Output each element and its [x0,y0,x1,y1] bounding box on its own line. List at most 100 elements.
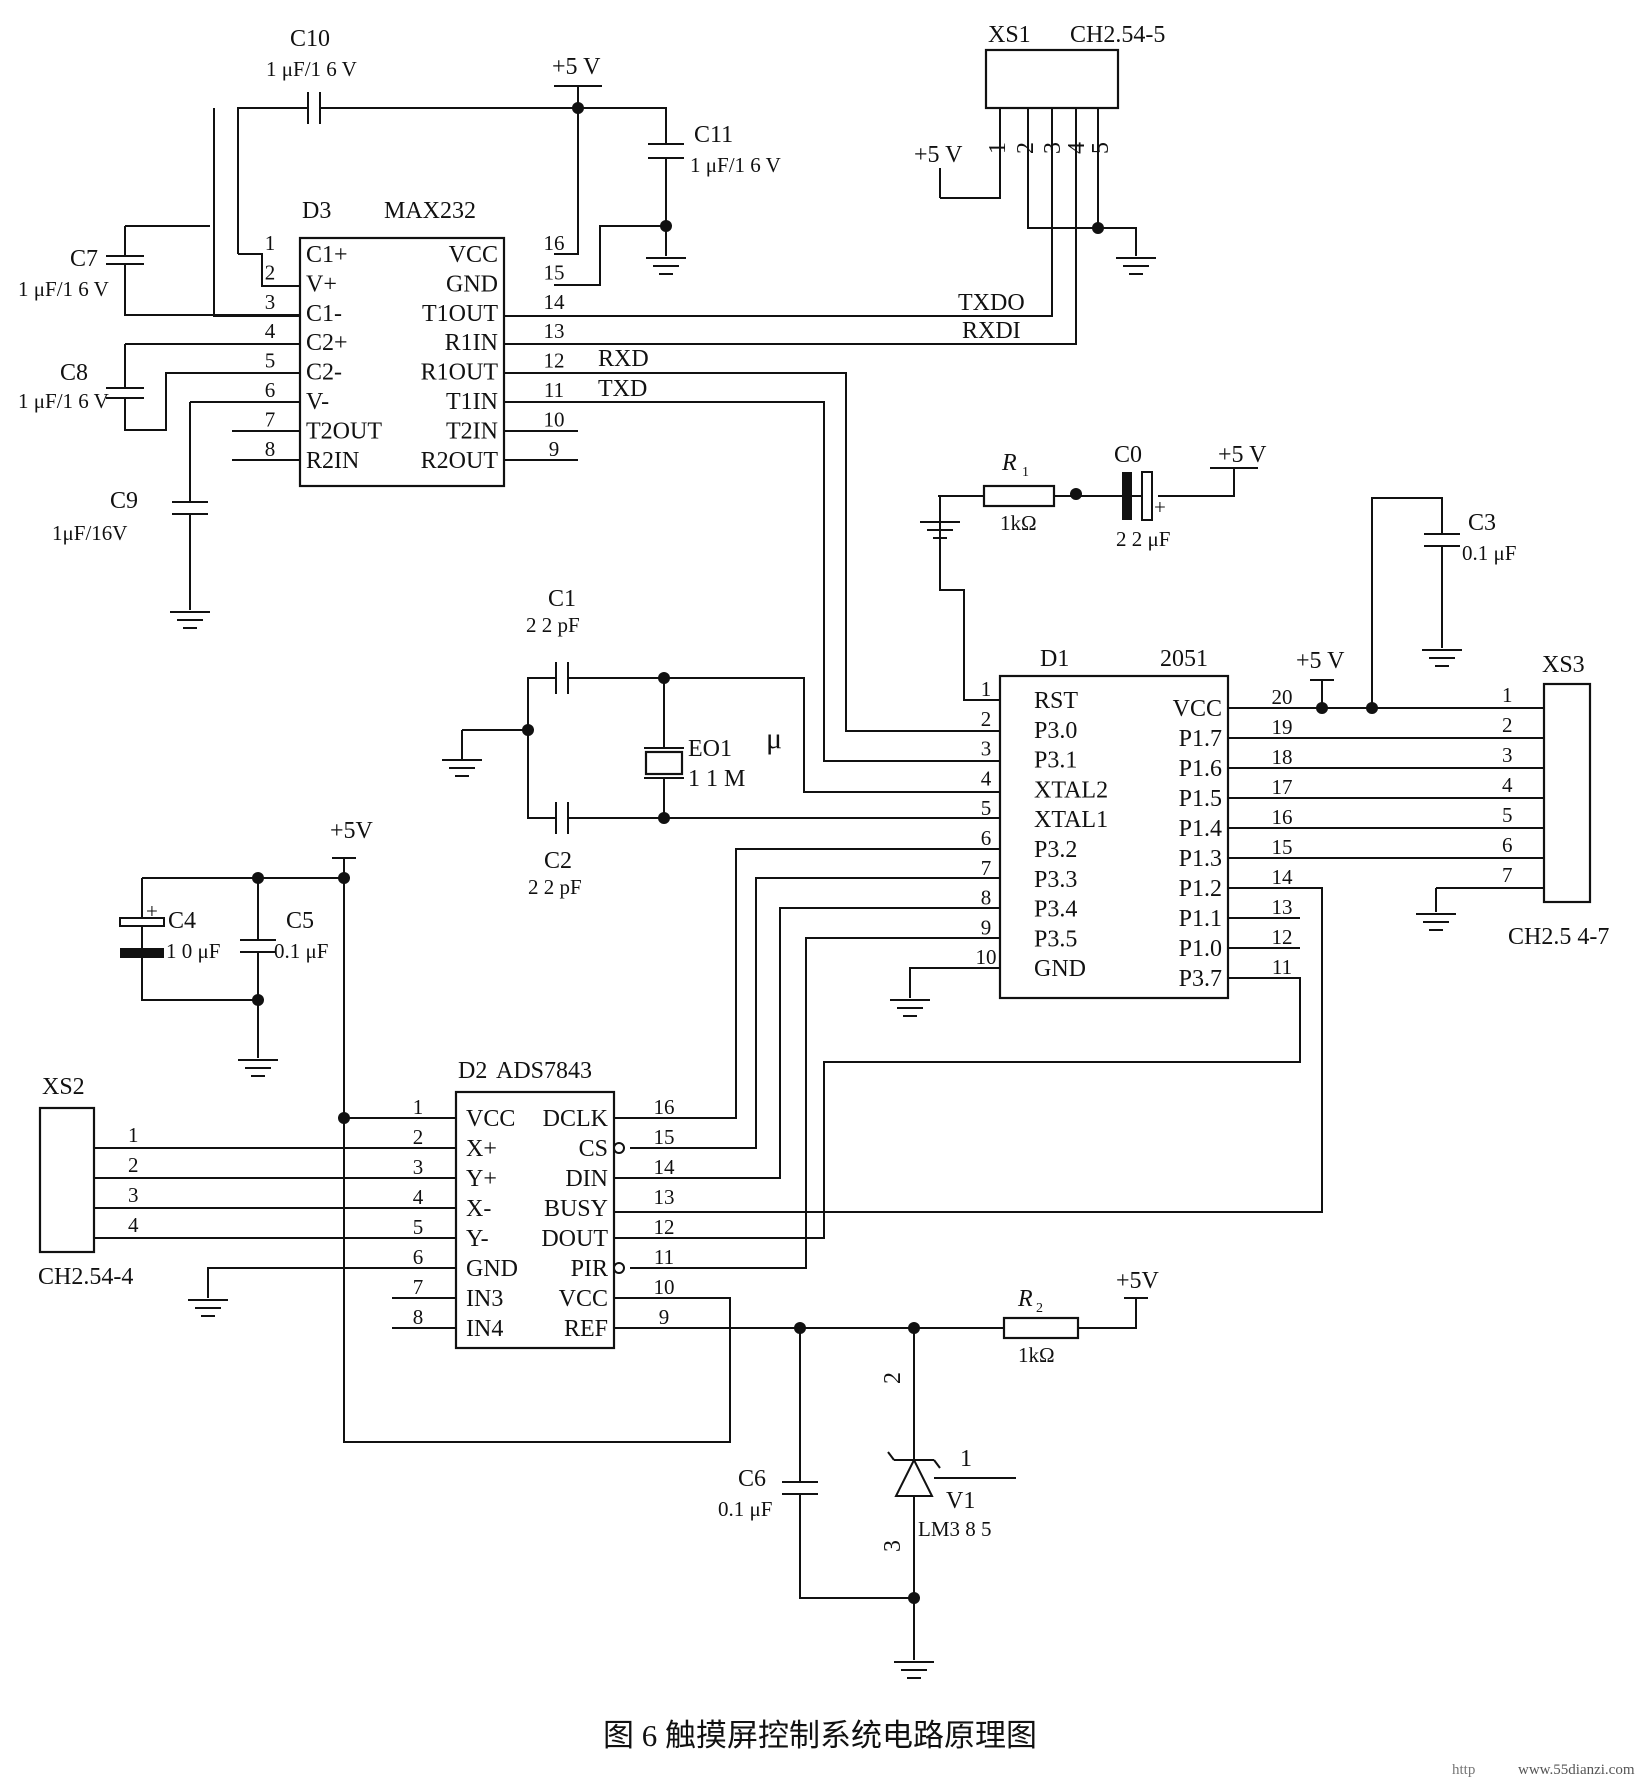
resistor-r2: R 2 1kΩ [1002,1286,1080,1367]
xs1-pin-2: 2 [1013,142,1039,154]
d3-pin-number: 10 [544,407,565,431]
d1-pin-name: P1.3 [1179,846,1222,872]
d1-pin-number: 12 [1272,925,1293,949]
c8-ref: C8 [60,360,88,386]
d2-pin-number: 8 [413,1305,424,1329]
d2-pin-name: VCC [466,1106,515,1132]
net-txd: TXD [598,376,647,402]
c2-ref: C2 [544,848,572,874]
capacitor-c9: C9 1μF/16V [52,488,208,545]
d2-pin-name: VCC [559,1286,608,1312]
junction-dots [252,102,1378,1604]
r2-value: 1kΩ [1018,1343,1055,1367]
ground-icon [187,1299,229,1317]
d3-pin-number: 11 [544,378,564,402]
watermark-prefix: http [1452,1762,1475,1778]
d2-pin-number: 14 [654,1155,676,1179]
xs1-pin-3: 3 [1040,142,1066,154]
d3-pin-name: C1- [306,301,342,327]
c10-ref: C10 [290,26,330,52]
v1-pin-bottom: 3 [880,1540,906,1552]
c7-ref: C7 [70,246,98,272]
d1-pin-name: P3.2 [1034,837,1077,863]
d1-pin-name: P3.4 [1034,897,1077,923]
d1-pin-name: VCC [1173,696,1222,722]
xs1-pin-5: 5 [1088,142,1114,154]
d3-pin-number: 2 [265,260,276,284]
d3-pin-name: T2IN [446,418,498,444]
capacitor-c10: C10 1 μF/1 6 V [266,26,357,124]
d1-pin-number: 11 [1272,955,1292,979]
ground-symbols [169,257,1463,1679]
ground-icon [1115,257,1157,275]
v1-ref: V1 [946,1488,975,1514]
crystal-eo1: EO1 1 1 M μ [644,722,782,792]
resistor-r1: R 1 1kΩ [982,450,1056,535]
d1-pin-number: 19 [1272,715,1293,739]
c0-ref: C0 [1114,442,1142,468]
net-labels: TXDO RXDI RXD TXD [598,290,1025,402]
d3-pin-number: 6 [265,378,276,402]
d1-pin-name: P3.5 [1034,926,1077,952]
ground-icon [169,611,211,629]
cs-inversion-circle [613,1142,625,1154]
d3-pin-name: VCC [449,242,498,268]
d2-pin-number: 10 [654,1275,675,1299]
d1-part: 2051 [1160,646,1208,672]
d1-pin-number: 5 [981,796,992,820]
d1-pin-name: P3.7 [1179,966,1222,992]
d2-pin-number: 7 [413,1275,424,1299]
d2-pin-name: IN3 [466,1286,503,1312]
d1-pin-name: P1.4 [1179,816,1222,842]
d2-part: ADS7843 [496,1058,592,1084]
d3-pin-number: 5 [265,349,276,373]
r2-sub: 2 [1036,1301,1043,1316]
d3-pin-name: T1OUT [422,301,498,327]
d1-pin-name: XTAL2 [1034,777,1108,803]
d3-pin-name: C2+ [306,330,348,356]
d3-pin-number: 15 [544,260,565,284]
ground-icon [1415,913,1457,931]
d3-pin-number: 4 [265,319,276,343]
c10-value: 1 μF/1 6 V [266,57,357,81]
d3-pin-number: 9 [549,437,560,461]
net-txdo: TXDO [958,290,1025,316]
xs3-pin-4: 4 [1502,773,1513,797]
stray-mu: μ [766,722,782,755]
c2-value: 2 2 pF [528,875,582,899]
c1-ref: C1 [548,586,576,612]
d1-pin-name: P1.2 [1179,876,1222,902]
d1-pin-name: P3.0 [1034,718,1077,744]
c6-ref: C6 [738,1466,766,1492]
d1-pin-number: 17 [1272,775,1293,799]
c5-ref: C5 [286,908,314,934]
d1-pin-number: 8 [981,886,992,910]
d1-pin-number: 14 [1272,865,1294,889]
d2-pin-number: 4 [413,1185,424,1209]
d3-pin-name: R2OUT [421,448,499,474]
c3-ref: C3 [1468,510,1496,536]
d2-pin-name: IN4 [466,1316,503,1342]
d3-pin-name: T2OUT [306,418,382,444]
d3-pin-number: 13 [544,319,565,343]
d2-pin-number: 15 [654,1125,675,1149]
xs2-pin-1: 1 [128,1123,139,1147]
r1-ref: R [1001,450,1017,476]
d3-pin-number: 12 [544,349,565,373]
d1-pin-number: 20 [1272,685,1293,709]
d3-part: MAX232 [384,198,476,224]
d1-pin-number: 15 [1272,835,1293,859]
xs2-ref: XS2 [42,1074,85,1100]
d2-pin-number: 11 [654,1245,674,1269]
figure-caption: 图 6 触摸屏控制系统电路原理图 [603,1718,1037,1753]
xs1-pin-4: 4 [1064,142,1090,154]
d2-pin-number: 9 [659,1305,670,1329]
d2-pin-number: 5 [413,1215,424,1239]
power-label-r2: +5V [1116,1268,1160,1294]
d2-pin-name: Y+ [466,1166,497,1192]
xs2-part: CH2.54-4 [38,1264,133,1290]
